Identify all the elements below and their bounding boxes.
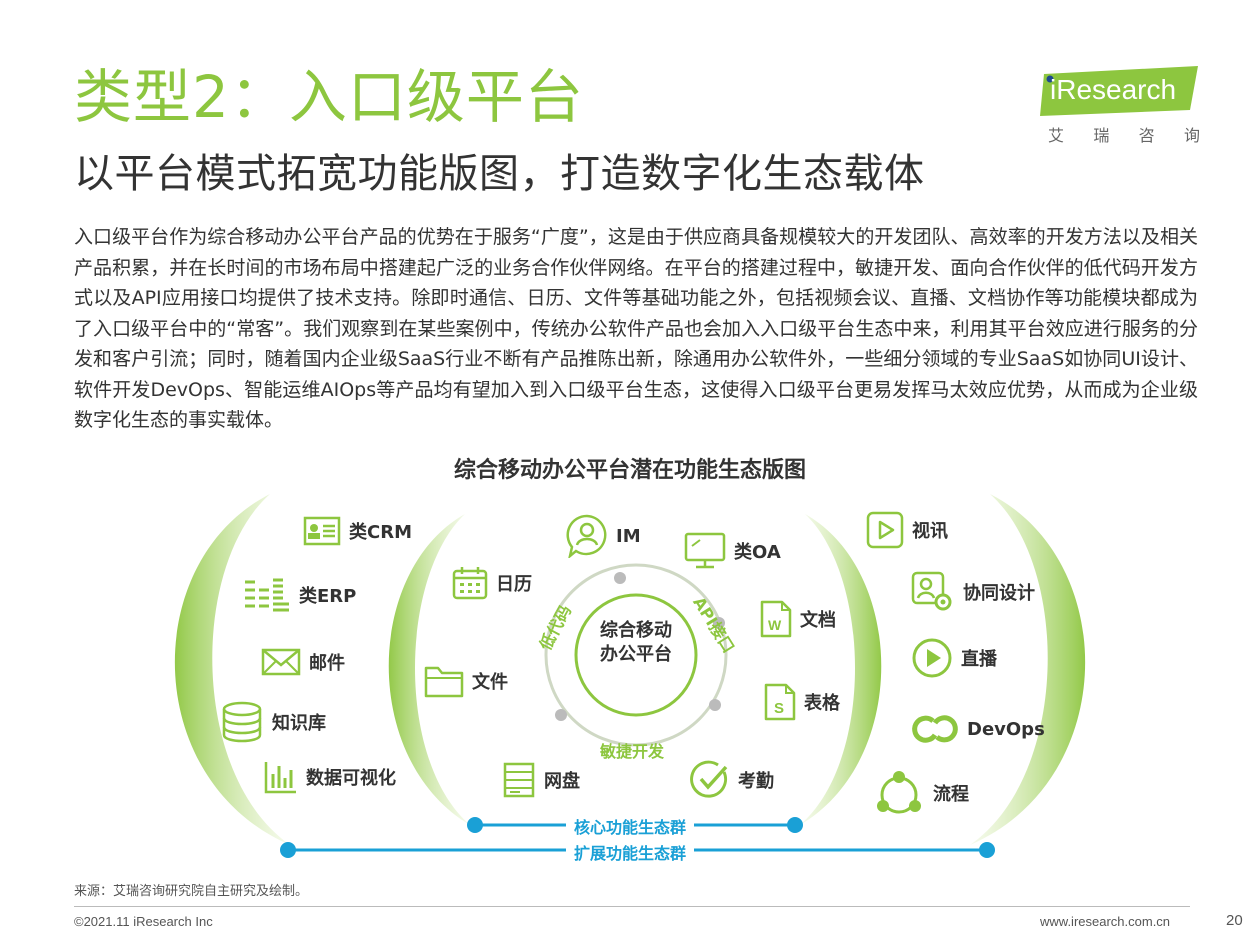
video-play-icon	[866, 511, 904, 549]
item-label: 考勤	[738, 771, 774, 792]
folder-icon	[424, 666, 464, 698]
item-data-visualization: 数据可视化	[264, 760, 396, 794]
item-label: 协同设计	[963, 583, 1035, 604]
outer-left-arc	[174, 494, 290, 845]
source-note: 来源：艾瑞咨询研究院自主研究及绘制。	[74, 884, 309, 899]
core-line-dot-left	[467, 817, 483, 833]
ext-line-dot-left	[280, 842, 296, 858]
item-label: 日历	[496, 574, 532, 595]
page-number: 20	[1226, 912, 1243, 929]
inner-right-arc	[800, 514, 882, 825]
item-label: 网盘	[544, 771, 580, 792]
item-knowledge-base: 知识库	[220, 701, 326, 743]
item-label: 数据可视化	[306, 768, 396, 789]
database-icon	[222, 701, 262, 743]
item-im: IM	[566, 514, 641, 558]
chat-user-icon	[566, 514, 607, 558]
item-calendar: 日历	[452, 566, 532, 600]
diagram-title: 综合移动办公平台潜在功能生态版图	[453, 458, 806, 483]
footer-divider	[74, 906, 1190, 907]
item-video: 视讯	[866, 511, 948, 549]
mail-icon	[261, 648, 301, 676]
item-label: IM	[616, 525, 641, 547]
item-mail: 邮件	[261, 647, 345, 677]
website-link[interactable]: www.iresearch.com.cn	[1040, 914, 1171, 929]
logo-badge-shape	[1040, 66, 1198, 116]
ring-dot	[614, 572, 626, 584]
center-outer-ring	[544, 563, 728, 747]
outer-right-arc	[970, 494, 1086, 845]
page-subtitle: 以平台模式拓宽功能版图，打造数字化生态载体	[74, 151, 925, 197]
center-circle	[574, 593, 698, 717]
workflow-cycle-icon	[877, 771, 921, 814]
body-paragraph: 入口级平台作为综合移动办公平台产品的优势在于服务“广度”，这是由于供应商具备规模…	[74, 226, 1198, 431]
core-line-dot-right	[787, 817, 803, 833]
item-collab-design: 协同设计	[911, 571, 1035, 613]
ecosystem-diagram	[174, 494, 1086, 858]
center-label-line: 综合移动	[600, 620, 672, 641]
play-circle-icon	[912, 638, 952, 678]
ring-dot	[709, 699, 721, 711]
inner-left-arc	[388, 514, 470, 825]
item-docs: W 文档	[760, 600, 836, 638]
design-user-gear-icon	[911, 571, 952, 611]
item-devops: DevOps	[911, 713, 1045, 745]
item-label: 文件	[472, 672, 508, 693]
item-label: 类OA	[734, 542, 781, 563]
item-attendance: 考勤	[690, 760, 774, 800]
item-label: 文档	[800, 610, 836, 631]
item-label: 直播	[961, 649, 997, 670]
storage-drive-icon	[503, 762, 535, 798]
logo-sub-char: 艾	[1048, 126, 1065, 145]
item-label: 类CRM	[349, 522, 412, 543]
item-files: 文件	[424, 664, 508, 698]
item-oa: 类OA	[684, 532, 781, 570]
center-label: 综合移动 办公平台	[577, 619, 695, 667]
item-workflow: 流程	[873, 770, 969, 816]
svg-text:S: S	[774, 700, 784, 717]
item-erp: 类ERP	[243, 578, 356, 612]
item-label: 知识库	[272, 713, 326, 734]
item-label: 类ERP	[299, 586, 357, 607]
item-crm: 类CRM	[303, 516, 412, 546]
logo-sub-char: 询	[1183, 126, 1200, 145]
extended-ecosystem-label: 扩展功能生态群	[566, 840, 695, 864]
item-sheets: S 表格	[764, 683, 840, 721]
item-label: DevOps	[967, 718, 1045, 740]
item-label: 表格	[804, 693, 840, 714]
logo-brand-text: iResearch	[1050, 74, 1177, 105]
erp-bars-icon	[245, 578, 289, 612]
page-title: 类型2：入口级平台	[74, 63, 584, 131]
spreadsheet-icon: S	[764, 683, 796, 721]
ring-label-agile: 敏捷开发	[600, 742, 665, 761]
item-label: 邮件	[309, 653, 345, 674]
check-circle-icon	[690, 760, 728, 798]
center-label-line: 办公平台	[600, 644, 672, 665]
bar-chart-icon	[264, 762, 296, 794]
ring-dot	[713, 617, 725, 629]
devops-loop-icon	[912, 715, 958, 743]
svg-text:W: W	[768, 617, 782, 633]
monitor-icon	[684, 532, 726, 569]
crm-card-icon	[303, 516, 341, 546]
logo-subtext: 艾 瑞 咨 询	[1044, 122, 1204, 146]
core-ecosystem-label: 核心功能生态群	[566, 814, 695, 838]
ring-dot	[555, 709, 567, 721]
item-label: 流程	[933, 784, 969, 805]
word-document-icon: W	[760, 600, 792, 638]
copyright: ©2021.11 iResearch Inc	[74, 914, 213, 929]
calendar-icon	[452, 567, 488, 600]
ext-line-dot-right	[979, 842, 995, 858]
logo-sub-char: 瑞	[1093, 126, 1110, 145]
item-cloud-drive: 网盘	[502, 762, 580, 798]
iresearch-logo: iResearch 艾 瑞 咨 询	[1040, 66, 1202, 146]
logo-sub-char: 咨	[1138, 126, 1155, 145]
item-label: 视讯	[912, 521, 948, 542]
item-live-stream: 直播	[911, 637, 997, 679]
